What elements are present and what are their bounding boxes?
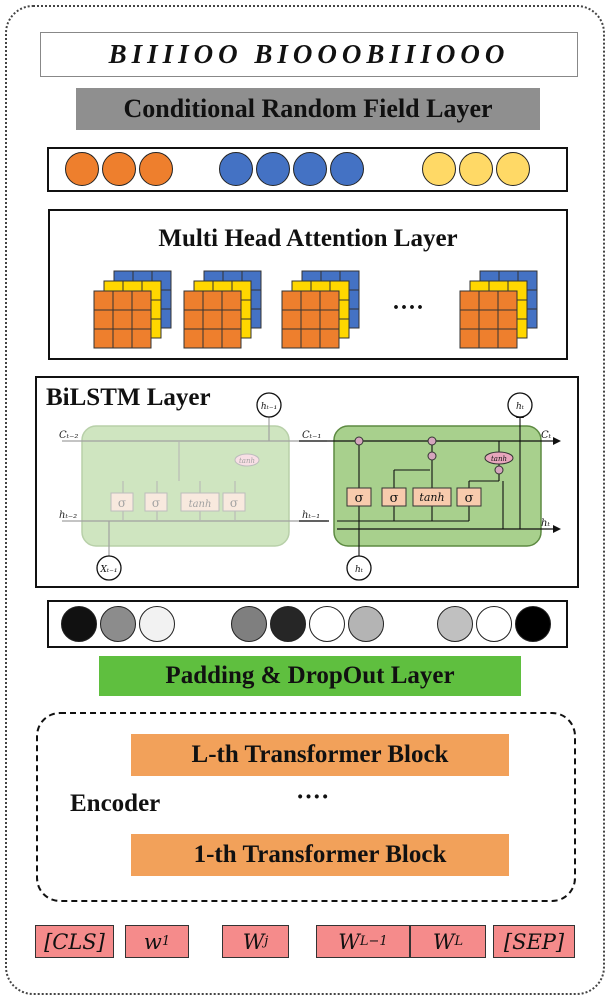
svg-text:σ: σ bbox=[152, 496, 160, 510]
output-token-circle bbox=[330, 152, 364, 186]
svg-text:hₜ₋₁: hₜ₋₁ bbox=[261, 402, 277, 412]
attention-matrix bbox=[281, 290, 340, 349]
input-gate-sigma bbox=[381, 487, 407, 507]
crf-layer: Conditional Random Field Layer bbox=[76, 88, 540, 130]
svg-text:tanh: tanh bbox=[239, 457, 255, 465]
svg-text:tanh: tanh bbox=[189, 499, 212, 510]
svg-text:σ: σ bbox=[390, 491, 399, 506]
output-multiply-node bbox=[494, 465, 504, 475]
attention-matrix bbox=[183, 290, 242, 349]
svg-text:σ: σ bbox=[118, 496, 126, 510]
hidden-state-circle bbox=[515, 606, 551, 642]
hidden-state-circle bbox=[270, 606, 306, 642]
lstm-cells-diagram: σ σ tanh σ tanh Cₜ₋₂ hₜ₋₂ hₜ₋₁ Xₜ₋₁ Cₜ₋₁… bbox=[59, 392, 561, 581]
svg-text:σ: σ bbox=[465, 491, 474, 506]
cell-tanh-node bbox=[484, 451, 514, 465]
hidden-state-circle bbox=[348, 606, 384, 642]
output-gate-sigma bbox=[456, 487, 482, 507]
tag-sequence-output: BIIIIOO BIOOOBIIIOOO bbox=[40, 32, 578, 77]
hidden-state-circle bbox=[231, 606, 267, 642]
svg-text:tanh: tanh bbox=[419, 491, 444, 504]
hidden-state-circle bbox=[309, 606, 345, 642]
left-h-input-label: hₜ₋₂ bbox=[59, 510, 77, 521]
output-token-circle bbox=[102, 152, 136, 186]
output-token-circle bbox=[422, 152, 456, 186]
output-token-circle bbox=[293, 152, 327, 186]
lstm-cell-left-body bbox=[81, 425, 290, 547]
bilstm-layer-label: BiLSTM Layer bbox=[46, 384, 211, 411]
token-sep: [SEP] bbox=[493, 925, 575, 958]
lstm-cell-right-body bbox=[333, 425, 542, 547]
mha-ellipsis: ···· bbox=[392, 295, 425, 321]
transformer-block-first: 1-th Transformer Block bbox=[131, 834, 509, 876]
left-c-input-label: Cₜ₋₂ bbox=[59, 430, 78, 441]
output-token-circle bbox=[139, 152, 173, 186]
attention-head-stack bbox=[459, 270, 538, 349]
transformer-block-last: L-th Transformer Block bbox=[131, 734, 509, 776]
encoder-block: L-th Transformer Block Encoder ···· 1-th… bbox=[36, 712, 576, 902]
output-token-circle bbox=[256, 152, 290, 186]
candidate-tanh-gate bbox=[412, 487, 452, 507]
svg-text:Xₜ₋₁: Xₜ₋₁ bbox=[100, 565, 118, 575]
padding-dropout-layer: Padding & DropOut Layer bbox=[99, 656, 521, 696]
forget-gate-sigma bbox=[346, 487, 372, 507]
output-token-circle bbox=[496, 152, 530, 186]
output-token-circle bbox=[459, 152, 493, 186]
left-h-output-node bbox=[256, 392, 282, 418]
lstm-cell-left: σ σ tanh σ tanh bbox=[62, 416, 327, 558]
encoder-label: Encoder bbox=[70, 790, 161, 817]
right-c-input-label: Cₜ₋₁ bbox=[302, 430, 321, 441]
multi-head-attention-layer: Multi Head Attention Layer ···· bbox=[48, 209, 568, 360]
crf-input-circles-row bbox=[47, 147, 568, 192]
encoder-ellipsis: ···· bbox=[296, 784, 330, 811]
svg-text:σ: σ bbox=[230, 496, 238, 510]
right-h-input-label: hₜ₋₁ bbox=[302, 510, 320, 521]
mha-layer-label: Multi Head Attention Layer bbox=[158, 225, 458, 252]
attention-head-stack bbox=[281, 270, 360, 349]
forget-multiply-node bbox=[354, 436, 364, 446]
svg-text:σ: σ bbox=[355, 491, 364, 506]
hidden-state-circle bbox=[437, 606, 473, 642]
model-architecture-frame bbox=[5, 5, 605, 995]
hidden-state-circle bbox=[100, 606, 136, 642]
left-x-input-node bbox=[96, 555, 122, 581]
right-h-output-label: hₜ bbox=[541, 518, 550, 529]
attention-heads-graphic bbox=[93, 270, 538, 349]
attention-matrix bbox=[93, 290, 152, 349]
svg-text:tanh: tanh bbox=[491, 455, 507, 463]
cell-add-node bbox=[427, 436, 437, 446]
output-token-circle bbox=[65, 152, 99, 186]
attention-head-stack bbox=[183, 270, 262, 349]
attention-matrix bbox=[459, 290, 518, 349]
output-token-circle bbox=[219, 152, 253, 186]
svg-text:hₜ: hₜ bbox=[516, 402, 525, 412]
bilstm-layer: BiLSTM Layer σ σ tanh σ tanh Cₜ₋₂ hₜ₋₂ bbox=[35, 376, 579, 588]
right-c-output-label: Cₜ bbox=[541, 430, 552, 441]
token-cls: [CLS] bbox=[35, 925, 114, 958]
hidden-state-circle bbox=[476, 606, 512, 642]
right-h-output-node bbox=[507, 392, 533, 418]
svg-text:hₜ: hₜ bbox=[355, 565, 364, 575]
hidden-state-circle bbox=[61, 606, 97, 642]
attention-head-stack bbox=[93, 270, 172, 349]
input-multiply-node bbox=[427, 451, 437, 461]
hidden-state-circle bbox=[139, 606, 175, 642]
bilstm-input-circles-row bbox=[47, 600, 568, 648]
